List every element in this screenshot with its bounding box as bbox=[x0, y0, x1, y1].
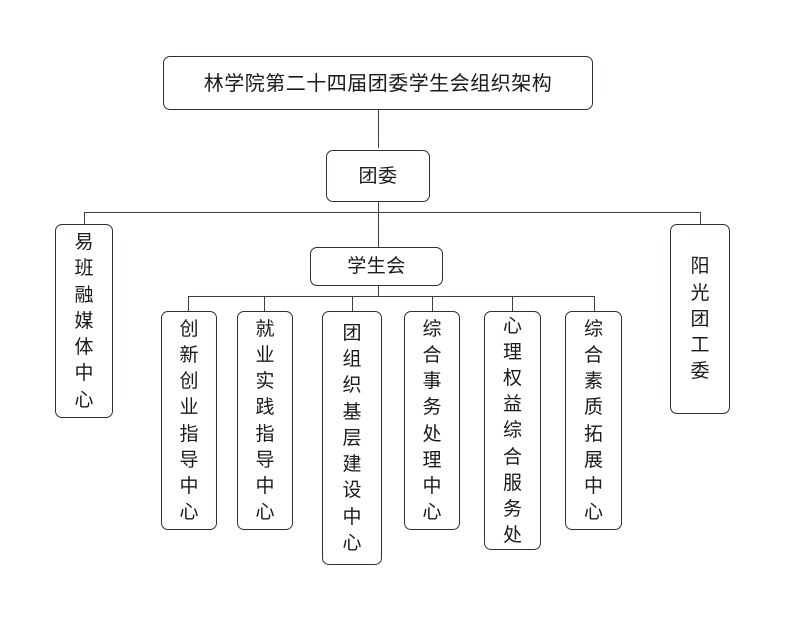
vertical-char: 展 bbox=[583, 448, 603, 471]
connector-bus-to-xlqy bbox=[512, 296, 513, 311]
vertical-char: 合 bbox=[502, 445, 522, 468]
node-general-affairs-center: 综合事务处理中心 bbox=[404, 311, 460, 530]
connector-bus-to-zhsz bbox=[594, 296, 595, 311]
vertical-char: 光 bbox=[690, 281, 710, 304]
node-sunshine-league-working-committee: 阳光团工委 bbox=[670, 224, 730, 414]
vertical-char: 综 bbox=[502, 419, 522, 442]
connector-bus-to-cxcy bbox=[188, 296, 189, 311]
vertical-char: 合 bbox=[422, 343, 442, 366]
connector-tw-down bbox=[378, 202, 379, 213]
node-label-cxcy: 创新创业指导中心 bbox=[179, 316, 198, 526]
connector-xsh-down bbox=[378, 286, 379, 297]
connector-bus-to-zhsw bbox=[432, 296, 433, 311]
node-label-zhsw: 综合事务处理中心 bbox=[422, 316, 441, 526]
vertical-char: 处 bbox=[502, 524, 522, 547]
connector-level2-bus bbox=[84, 212, 701, 213]
vertical-char: 中 bbox=[422, 474, 442, 497]
vertical-char: 心 bbox=[422, 501, 442, 524]
vertical-char: 工 bbox=[690, 334, 710, 357]
vertical-char: 就 bbox=[255, 317, 275, 340]
connector-level3-bus bbox=[188, 296, 594, 297]
vertical-char: 中 bbox=[583, 474, 603, 497]
node-org-chart-title: 林学院第二十四届团委学生会组织架构 bbox=[163, 56, 593, 110]
vertical-char: 指 bbox=[255, 422, 275, 445]
vertical-char: 务 bbox=[502, 498, 522, 521]
vertical-char: 体 bbox=[74, 336, 94, 359]
node-league-grassroots-construction-center: 团组织基层建设中心 bbox=[322, 311, 382, 565]
vertical-char: 综 bbox=[583, 317, 603, 340]
vertical-char: 益 bbox=[502, 393, 522, 416]
vertical-char: 事 bbox=[422, 370, 442, 393]
vertical-char: 综 bbox=[422, 317, 442, 340]
connector-bus-to-jysj bbox=[264, 296, 265, 311]
node-label-ygtgw: 阳光团工委 bbox=[690, 253, 709, 384]
vertical-char: 理 bbox=[422, 448, 442, 471]
connector-title-to-tw bbox=[378, 110, 379, 148]
vertical-char: 践 bbox=[255, 396, 275, 419]
vertical-char: 新 bbox=[179, 343, 199, 366]
vertical-char: 导 bbox=[255, 448, 275, 471]
node-label-xlqy: 心理权益综合服务处 bbox=[503, 313, 522, 549]
vertical-char: 理 bbox=[502, 340, 522, 363]
node-label-yiban: 易班融媒体中心 bbox=[74, 229, 93, 413]
vertical-char: 组 bbox=[342, 348, 362, 371]
vertical-char: 创 bbox=[179, 317, 199, 340]
node-label-tzzjc: 团组织基层建设中心 bbox=[342, 320, 361, 556]
vertical-char: 实 bbox=[255, 370, 275, 393]
vertical-char: 融 bbox=[74, 283, 94, 306]
vertical-char: 创 bbox=[179, 370, 199, 393]
vertical-char: 中 bbox=[255, 474, 275, 497]
vertical-char: 业 bbox=[179, 396, 199, 419]
vertical-char: 委 bbox=[690, 360, 710, 383]
connector-bus-to-yiban bbox=[84, 212, 85, 225]
vertical-char: 合 bbox=[583, 343, 603, 366]
node-yiban-media-center: 易班融媒体中心 bbox=[55, 224, 113, 418]
node-label-jysj: 就业实践指导中心 bbox=[255, 316, 274, 526]
vertical-char: 心 bbox=[342, 531, 362, 554]
vertical-char: 业 bbox=[255, 343, 275, 366]
node-label-tw: 团委 bbox=[358, 164, 398, 187]
vertical-char: 导 bbox=[179, 448, 199, 471]
node-innovation-entrepreneurship-guidance-center: 创新创业指导中心 bbox=[161, 311, 217, 530]
vertical-char: 拓 bbox=[583, 422, 603, 445]
vertical-char: 指 bbox=[179, 422, 199, 445]
node-youth-league-committee: 团委 bbox=[326, 150, 430, 202]
vertical-char: 素 bbox=[583, 370, 603, 393]
node-comprehensive-quality-development-center: 综合素质拓展中心 bbox=[565, 311, 622, 530]
vertical-char: 团 bbox=[342, 322, 362, 345]
vertical-char: 服 bbox=[502, 471, 522, 494]
vertical-char: 层 bbox=[342, 426, 362, 449]
vertical-char: 处 bbox=[422, 422, 442, 445]
connector-bus-to-tzzjc bbox=[352, 296, 353, 311]
vertical-char: 织 bbox=[342, 374, 362, 397]
vertical-char: 心 bbox=[255, 501, 275, 524]
vertical-char: 中 bbox=[74, 362, 94, 385]
vertical-char: 设 bbox=[342, 479, 362, 502]
node-label-zhsz: 综合素质拓展中心 bbox=[584, 316, 603, 526]
vertical-char: 权 bbox=[502, 366, 522, 389]
vertical-char: 媒 bbox=[74, 309, 94, 332]
connector-bus-to-xsh bbox=[378, 212, 379, 247]
vertical-char: 中 bbox=[342, 505, 362, 528]
vertical-char: 建 bbox=[342, 453, 362, 476]
vertical-char: 心 bbox=[583, 501, 603, 524]
vertical-char: 基 bbox=[342, 400, 362, 423]
vertical-char: 易 bbox=[74, 231, 94, 254]
node-label-xsh: 学生会 bbox=[347, 255, 406, 277]
node-psychological-rights-service-office: 心理权益综合服务处 bbox=[484, 311, 541, 550]
vertical-char: 心 bbox=[74, 388, 94, 411]
vertical-char: 质 bbox=[583, 396, 603, 419]
vertical-char: 心 bbox=[502, 314, 522, 337]
vertical-char: 班 bbox=[74, 257, 94, 280]
node-label-title: 林学院第二十四届团委学生会组织架构 bbox=[203, 71, 553, 95]
node-student-union: 学生会 bbox=[310, 247, 443, 286]
vertical-char: 团 bbox=[690, 307, 710, 330]
vertical-char: 心 bbox=[179, 501, 199, 524]
vertical-char: 阳 bbox=[690, 255, 710, 278]
vertical-char: 中 bbox=[179, 474, 199, 497]
node-employment-practice-guidance-center: 就业实践指导中心 bbox=[237, 311, 293, 530]
vertical-char: 务 bbox=[422, 396, 442, 419]
connector-bus-to-ygtgw bbox=[700, 212, 701, 225]
